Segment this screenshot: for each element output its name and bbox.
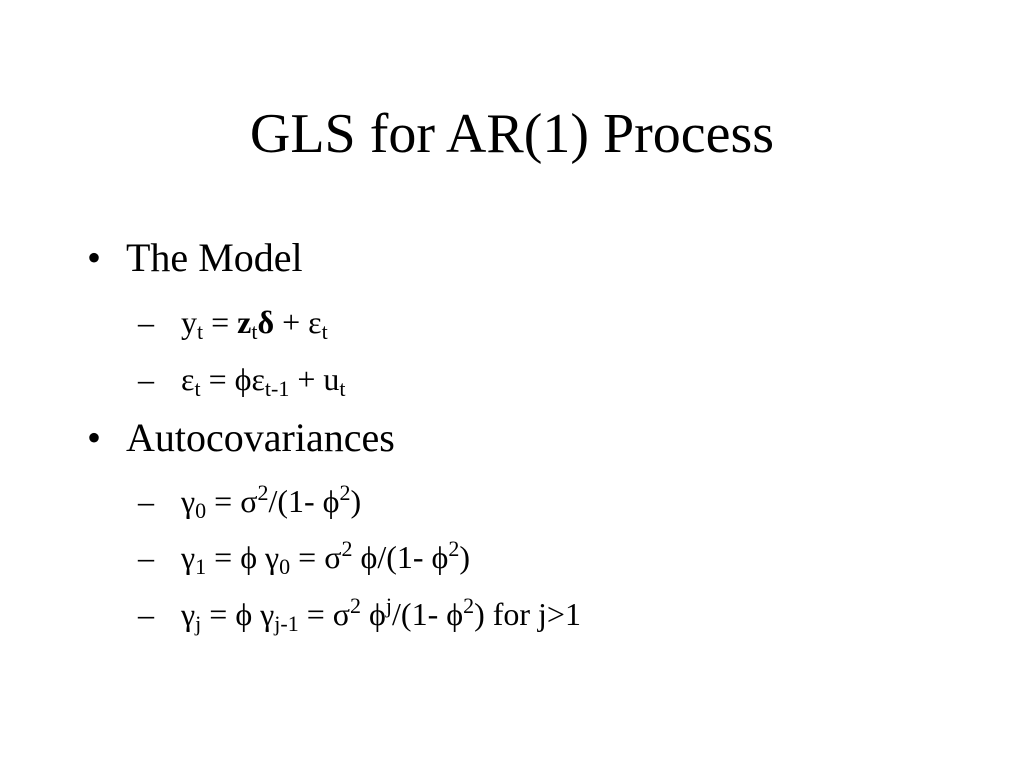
eq-part: ) [459,539,471,575]
eq-part: ϕε [234,361,265,397]
eq-part: σ [332,596,351,632]
sub-bullet-marker: – [138,483,154,519]
eq-superscript: j [385,593,393,618]
sub-bullet-marker: – [138,361,154,397]
eq-part: γ [181,596,196,632]
slide-title: GLS for AR(1) Process [249,103,775,165]
eq-subscript: j-1 [274,611,299,636]
bullet-marker: • [87,415,102,460]
equation-error: –εt = ϕεt-1 + ut [138,359,346,401]
eq-subscript: 1 [195,554,207,579]
bullet-the-model: • The Model [87,234,303,282]
eq-subscript: t [251,319,258,344]
eq-part: ) for j>1 [474,596,581,632]
equation-gamma-0: –γ0 = σ2/(1- ϕ2) [138,480,362,523]
eq-part: = [290,539,325,575]
eq-part: ϕ/(1- [352,539,432,575]
eq-part: γ [181,539,196,575]
eq-part: ϕ [431,539,449,575]
eq-part: ϕ [322,483,340,519]
equation-gamma-j: –γj = ϕ γj-1 = σ2 ϕj/(1- ϕ2) for j>1 [138,593,581,636]
eq-part: = ϕ [206,539,266,575]
eq-superscript: 2 [341,536,353,561]
sub-bullet-marker: – [138,596,154,632]
eq-superscript: 2 [448,536,460,561]
eq-part: γ [181,483,196,519]
eq-subscript: 0 [195,498,207,523]
eq-subscript: j [195,611,202,636]
sub-bullet-marker: – [138,539,154,575]
eq-subscript: 0 [279,554,291,579]
bullet-text: The Model [126,235,303,280]
eq-part: ) [350,483,362,519]
bullet-text: Autocovariances [126,415,395,460]
eq-part: γ [265,539,280,575]
eq-part: ε [181,361,195,397]
sub-bullet-marker: – [138,304,154,340]
eq-part: + [274,304,309,340]
eq-superscript: 2 [350,593,362,618]
eq-part: ϕ [361,596,386,632]
eq-part: /(1- [268,483,323,519]
eq-subscript: t [339,376,346,401]
eq-subscript: t [321,319,328,344]
equation-gamma-1: –γ1 = ϕ γ0 = σ2 ϕ/(1- ϕ2) [138,536,471,579]
eq-part: γ [260,596,275,632]
eq-part: ϕ [446,596,464,632]
eq-superscript: 2 [339,480,351,505]
eq-subscript: t [194,376,201,401]
eq-part: + u [289,361,340,397]
eq-part: = [206,483,241,519]
eq-part: y [181,304,197,340]
bullet-autocovariances: • Autocovariances [87,414,395,462]
eq-subscript: t [197,319,204,344]
eq-superscript: 2 [463,593,475,618]
equation-model: –yt = ztδ + εt [138,302,328,344]
eq-part: = [203,304,238,340]
eq-part: σ [240,483,258,519]
eq-part: σ [324,539,342,575]
eq-part: /(1- [392,596,447,632]
eq-subscript: t-1 [264,376,290,401]
eq-superscript: 2 [257,480,269,505]
eq-part: = [200,361,235,397]
eq-part: = [298,596,333,632]
eq-part: z [237,304,252,340]
eq-part: δ [257,304,275,340]
bullet-marker: • [87,235,102,280]
eq-part: ε [308,304,322,340]
eq-part: = ϕ [201,596,261,632]
